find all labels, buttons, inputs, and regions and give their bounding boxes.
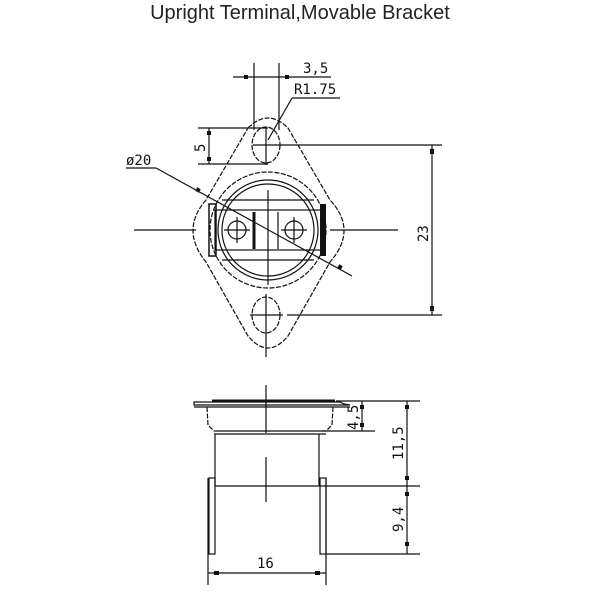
dim-body-height: 11,5 — [391, 426, 407, 460]
dim-terminal-length: 9,4 — [391, 507, 407, 532]
side-view: 4,5 11,5 9,4 16 — [193, 385, 420, 585]
left-terminal — [208, 477, 216, 555]
dim-flange-height: 4,5 — [346, 405, 362, 430]
dim-hole-height: 5 — [193, 144, 209, 152]
dim-body-width: 16 — [257, 556, 274, 572]
right-bracket-tab — [320, 204, 326, 256]
top-view: 3,5 R1.75 5 ø20 23 — [126, 61, 442, 357]
right-terminal — [319, 477, 327, 555]
left-bracket-tab — [208, 203, 217, 257]
dim-mount-distance: 23 — [416, 225, 432, 242]
bracket-outline — [192, 117, 345, 349]
drawing-title: Upright Terminal,Movable Bracket — [150, 2, 450, 24]
dim-diameter: ø20 — [126, 153, 151, 169]
dim-hole-spacing: 3,5 — [303, 61, 328, 77]
dim-hole-radius: R1.75 — [294, 82, 336, 98]
